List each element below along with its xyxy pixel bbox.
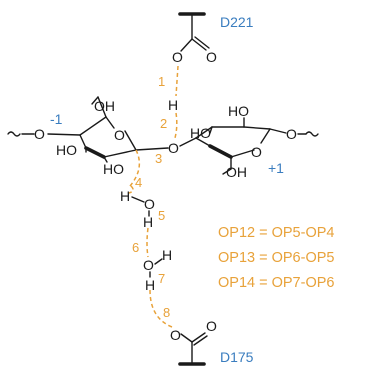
sugar-plus-label: +1 (268, 160, 284, 176)
path-number-7: 7 (158, 271, 165, 286)
ring-bond (124, 130, 137, 151)
ring-bond (195, 137, 211, 147)
ring-bond (79, 134, 87, 149)
path-number-1: 1 (158, 74, 165, 89)
c6-hydroxyl: OH (226, 164, 247, 180)
water2-h-bottom: H (145, 277, 155, 293)
ring-bond (260, 128, 271, 144)
ring-oxygen: O (251, 144, 262, 160)
chain-wavy (305, 131, 319, 137)
water1-h-bottom: H (143, 214, 153, 230)
ring-bond (195, 126, 213, 139)
path-number-2: 2 (160, 116, 167, 131)
o-c4-bond (179, 137, 197, 147)
ring-bond (103, 149, 137, 158)
water1-oh-bond (131, 196, 145, 203)
sugar-minus-label: -1 (50, 111, 63, 127)
path-number-5: 5 (158, 208, 165, 223)
hbond-4 (128, 185, 134, 194)
ring-bond (105, 116, 115, 129)
proton-transfer-path: 1 2 3 4 5 6 7 8 (128, 65, 179, 328)
left-sugar-ring: O OH O HO HO -1 (7, 96, 137, 177)
top-carboxyl-o: O (172, 49, 183, 65)
c5-c6-bond (97, 96, 107, 118)
water2-oh-bond (154, 258, 163, 265)
c1-o-bond (135, 147, 169, 151)
proton-h1: H (168, 97, 178, 113)
glycosidic-linkage: O (135, 137, 197, 156)
c6-oh-bond (222, 168, 232, 175)
top-carboxylate: O O D221 (172, 12, 254, 65)
ring-bond-front (208, 144, 233, 159)
c6-hydroxyl: OH (94, 98, 115, 114)
water2-o: O (143, 257, 154, 273)
water2-h-right: H (162, 247, 172, 263)
water-molecule-2: O H H (143, 247, 172, 293)
ring-bond (230, 149, 255, 158)
bottom-carboxylate: O O D175 (170, 318, 254, 366)
top-c-o-double-2 (194, 36, 210, 49)
bottom-carbonyl-o: O (206, 318, 217, 334)
c4-o-bond (47, 133, 81, 136)
glycosidic-o-right: O (286, 126, 297, 142)
bottom-co-bond (180, 333, 193, 343)
top-carbonyl-o: O (206, 49, 217, 65)
chain-wavy (7, 131, 21, 137)
ring-bond-front (84, 146, 106, 159)
hbond-5 (146, 227, 149, 258)
right-sugar-ring: O HO HO O OH +1 (190, 103, 319, 180)
hbond-6 (149, 289, 173, 328)
path-number-6: 6 (132, 240, 139, 255)
bottom-c-o-double-1 (191, 332, 206, 343)
equation-op14: OP14 = OP7-OP6 (218, 275, 334, 291)
equation-op12: OP12 = OP5-OP4 (218, 225, 334, 241)
hbond-1 (175, 65, 179, 97)
top-co-bond (180, 38, 193, 52)
ring-oxygen: O (114, 127, 125, 143)
glycosidic-o-bridge: O (168, 140, 179, 156)
water1-o: O (144, 196, 155, 212)
water-molecule-1: H O H (120, 188, 155, 230)
c3-hydroxyl: HO (190, 125, 211, 141)
equation-op13: OP13 = OP6-OP5 (218, 250, 334, 266)
path-number-3: 3 (155, 151, 162, 166)
path-number-8: 8 (163, 305, 170, 320)
c3-oh-bond (209, 126, 213, 134)
residue-top-label: D221 (220, 14, 254, 30)
residue-bottom-label: D175 (220, 349, 254, 365)
order-parameter-equations: OP12 = OP5-OP4 OP13 = OP6-OP5 OP14 = OP7… (218, 225, 334, 291)
bottom-c-o-double-2 (193, 335, 208, 346)
glycosidic-o-left: O (34, 126, 45, 142)
c6-oh-bond (91, 96, 99, 105)
water1-h-left: H (120, 188, 130, 204)
anomeric-o-bond (269, 128, 287, 134)
top-c-o-double-1 (191, 38, 207, 51)
c2-oh-bond (103, 156, 108, 163)
c3-hydroxyl: HO (56, 142, 77, 158)
c2-hydroxyl: HO (228, 103, 249, 119)
hbond-2 (174, 112, 178, 139)
c2-hydroxyl: HO (103, 161, 124, 177)
path-number-4: 4 (135, 175, 142, 190)
ring-bond (243, 126, 271, 130)
ring-bond (79, 116, 107, 136)
bottom-carboxyl-o: O (170, 327, 181, 343)
hbond-3 (129, 149, 141, 187)
